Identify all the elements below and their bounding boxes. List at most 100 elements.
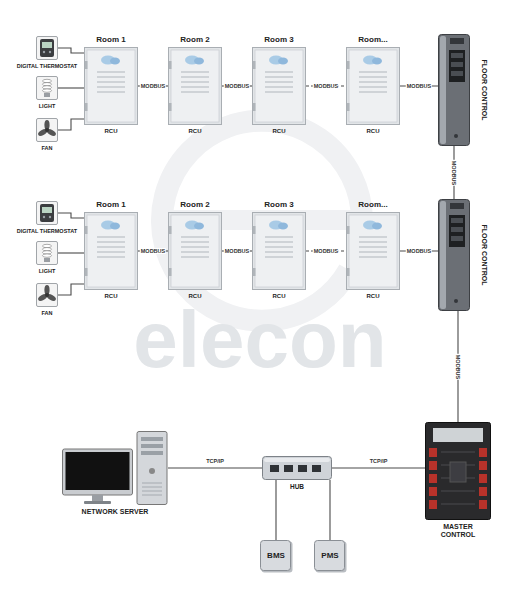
rcu-print — [359, 241, 387, 242]
system-label: PMS — [321, 552, 338, 561]
rcu-print — [97, 251, 125, 252]
rcu-print — [97, 81, 125, 82]
bulb-illustration — [36, 76, 58, 100]
rcu-print — [181, 86, 209, 87]
rcu-lid — [349, 50, 397, 122]
rcu-print — [359, 251, 387, 252]
fan-hub — [45, 293, 49, 297]
rcu-logo — [372, 223, 382, 230]
rcu-logo — [278, 58, 288, 65]
hub-port — [312, 465, 321, 472]
master-terminal — [479, 487, 487, 496]
rcu-print — [359, 71, 387, 72]
master-terminal — [429, 474, 437, 483]
rcu-print — [265, 236, 293, 237]
controller-port — [450, 38, 464, 44]
fan-illustration — [36, 118, 58, 142]
rcu-print — [97, 71, 125, 72]
edge-label: MODBUS — [224, 248, 250, 254]
rcu-print — [97, 256, 125, 257]
fan-blade — [46, 293, 57, 303]
bulb-spiral — [43, 89, 52, 92]
wire-line — [58, 252, 84, 253]
bulb-node: LIGHT — [36, 76, 58, 100]
master-terminal — [429, 448, 437, 457]
rcu-node: Room 3RCU — [252, 47, 306, 125]
controller-panel — [449, 50, 465, 82]
rcu-hinge — [253, 268, 256, 276]
rcu-hinge — [169, 268, 172, 276]
rcu-housing — [169, 213, 222, 290]
server-label: NETWORK SERVER — [82, 508, 149, 516]
master-illustration — [425, 422, 491, 520]
rcu-housing — [85, 213, 138, 290]
rcu-print — [359, 256, 387, 257]
icon-frame — [37, 119, 58, 142]
edge-label: TCP/IP — [369, 458, 389, 464]
rcu-lid — [349, 215, 397, 287]
master-board — [441, 452, 475, 453]
thermo-illustration — [36, 36, 58, 60]
fan-hub — [45, 128, 49, 132]
rcu-print — [97, 236, 125, 237]
rcu-logo — [110, 58, 120, 65]
box-shadow — [316, 542, 347, 573]
edge-label: MODBUS — [140, 83, 166, 89]
rcu-housing — [253, 48, 306, 125]
unit-label: RCU — [189, 293, 202, 300]
controller-label: FLOOR CONTROL — [480, 224, 488, 285]
room-heading: Room 3 — [264, 201, 293, 210]
fan-blade — [46, 128, 57, 138]
unit-label: RCU — [189, 128, 202, 135]
controller-port — [451, 71, 463, 76]
rcu-illustration — [346, 47, 400, 125]
rcu-hinge — [85, 226, 88, 234]
hub-port — [270, 465, 279, 472]
monitor-frame — [63, 449, 133, 495]
rcu-node: Room 1RCU — [84, 212, 138, 290]
master-board — [441, 504, 475, 505]
controller-housing — [439, 35, 470, 146]
master-terminal — [429, 500, 437, 509]
box-node: PMS — [314, 540, 346, 572]
rcu-print — [97, 91, 125, 92]
master-terminal — [429, 487, 437, 496]
bulb-spiral — [43, 254, 52, 257]
rcu-hinge — [169, 103, 172, 111]
edge-label: MODBUS — [313, 248, 339, 254]
rcu-logo — [110, 223, 120, 230]
wire-line — [58, 284, 84, 295]
rcu-illustration — [168, 47, 222, 125]
server-illustration — [62, 431, 168, 505]
bulb-base — [44, 93, 50, 97]
rcu-print — [359, 236, 387, 237]
bulb-spiral — [43, 244, 52, 247]
thermostat-screen — [42, 42, 52, 48]
rcu-hinge — [85, 268, 88, 276]
rcu-housing — [85, 48, 138, 125]
bulb-spiral — [43, 83, 52, 86]
edge-label: MODBUS — [455, 353, 461, 379]
room-heading: Room 3 — [264, 36, 293, 45]
master-terminal — [479, 448, 487, 457]
rcu-print — [265, 76, 293, 77]
fan-node: FAN — [36, 283, 58, 307]
bus-line — [168, 467, 262, 468]
system-label: BMS — [267, 552, 285, 561]
room-heading: Room 1 — [96, 201, 125, 210]
controller-port — [451, 236, 463, 241]
master-terminal — [429, 461, 437, 470]
wire-line — [329, 480, 330, 540]
hub-port — [284, 465, 293, 472]
controller-port — [451, 227, 463, 232]
room-heading: Room... — [358, 36, 387, 45]
wire-line — [275, 480, 276, 540]
rcu-print — [97, 246, 125, 247]
icon-frame — [37, 77, 58, 100]
rcu-housing — [169, 48, 222, 125]
unit-label: RCU — [367, 128, 380, 135]
rcu-print — [181, 81, 209, 82]
wire-line — [58, 119, 84, 130]
hub-node: HUB — [262, 456, 332, 480]
